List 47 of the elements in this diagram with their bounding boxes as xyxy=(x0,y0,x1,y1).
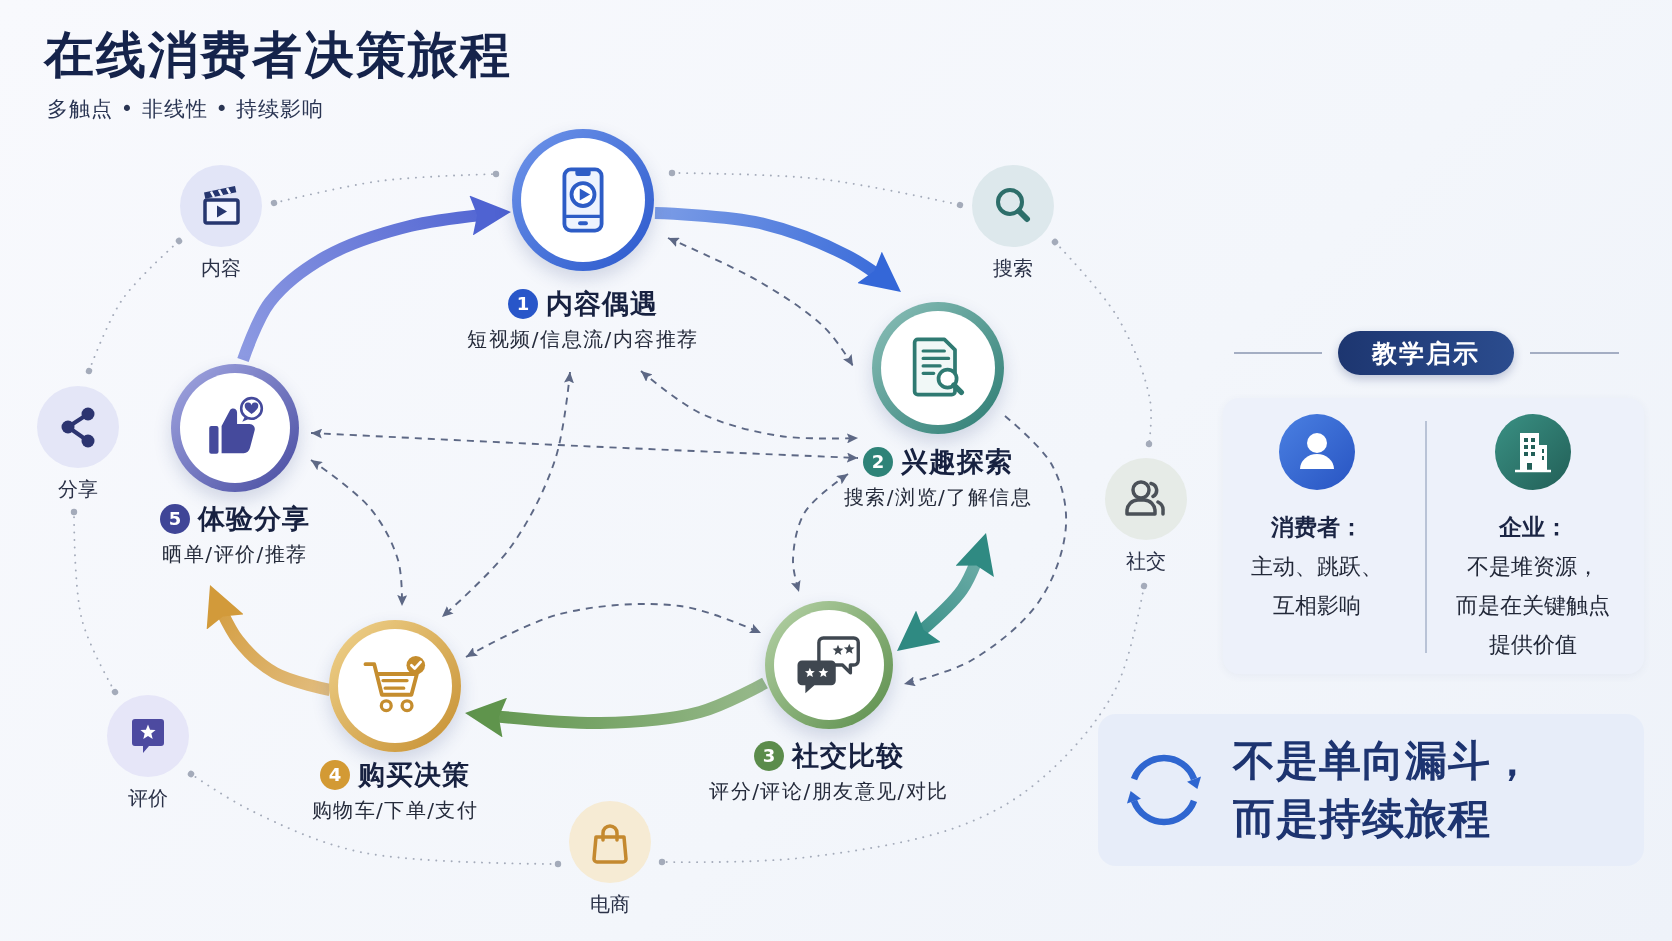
dotted-connector xyxy=(270,170,500,207)
step-number: 3 xyxy=(754,741,784,771)
stage-description: 晒单/评价/推荐 xyxy=(162,541,308,568)
stage-title: 内容偶遇 xyxy=(546,287,658,321)
step-number: 4 xyxy=(320,760,350,790)
touchpoint-label: 内容 xyxy=(201,255,241,281)
dashed-arrow xyxy=(441,371,574,618)
touchpoint-label: 评价 xyxy=(128,785,168,811)
insight-heading: 企业： xyxy=(1498,513,1568,542)
stage-title: 社交比较 xyxy=(792,739,904,773)
insight-text: 不是堆资源，而是在关键触点提供价值 xyxy=(1456,553,1610,659)
subtitle: 多触点 • 非线性 • 持续影响 xyxy=(47,96,325,123)
stage-description: 购物车/下单/支付 xyxy=(311,797,479,824)
dotted-connector xyxy=(1051,238,1153,448)
dotted-connector xyxy=(70,508,119,696)
insight-heading: 消费者： xyxy=(1271,513,1363,542)
title: 在线消费者决策旅程 xyxy=(44,25,512,86)
dashed-arrow xyxy=(791,473,849,593)
dashed-arrow xyxy=(903,415,1068,687)
touchpoint-label: 分享 xyxy=(58,476,98,502)
dotted-connector xyxy=(658,582,1148,866)
stage-description: 短视频/信息流/内容推荐 xyxy=(467,326,699,353)
dashed-arrow xyxy=(465,603,762,658)
dotted-connector xyxy=(85,237,183,375)
step-number: 5 xyxy=(160,504,190,534)
summary-card xyxy=(1098,714,1644,866)
dashed-arrow xyxy=(310,428,859,463)
step-number: 1 xyxy=(508,289,538,319)
touchpoint-label: 社交 xyxy=(1126,548,1166,574)
step-number: 2 xyxy=(863,447,893,477)
dashed-arrow xyxy=(310,459,408,607)
dashed-arrow xyxy=(667,237,854,367)
summary-text: 不是单向漏斗，而是持续旅程 xyxy=(1233,735,1534,845)
stage-description: 搜索/浏览/了解信息 xyxy=(843,484,1033,511)
touchpoint-label: 搜索 xyxy=(993,255,1033,281)
stage-description: 评分/评论/朋友意见/对比 xyxy=(709,778,949,805)
insight-text: 主动、跳跃、互相影响 xyxy=(1251,553,1383,620)
dashed-arrow xyxy=(640,370,859,444)
flow-arrow xyxy=(464,677,768,738)
flow-arrow xyxy=(237,195,512,362)
touchpoint-label: 电商 xyxy=(590,891,630,917)
stage-title: 兴趣探索 xyxy=(901,445,1013,479)
stage-title: 体验分享 xyxy=(198,502,310,536)
dotted-connector xyxy=(187,770,562,868)
section-heading: 教学启示 xyxy=(1338,331,1514,375)
dotted-connector xyxy=(668,169,964,209)
stage-title: 购买决策 xyxy=(358,758,470,792)
